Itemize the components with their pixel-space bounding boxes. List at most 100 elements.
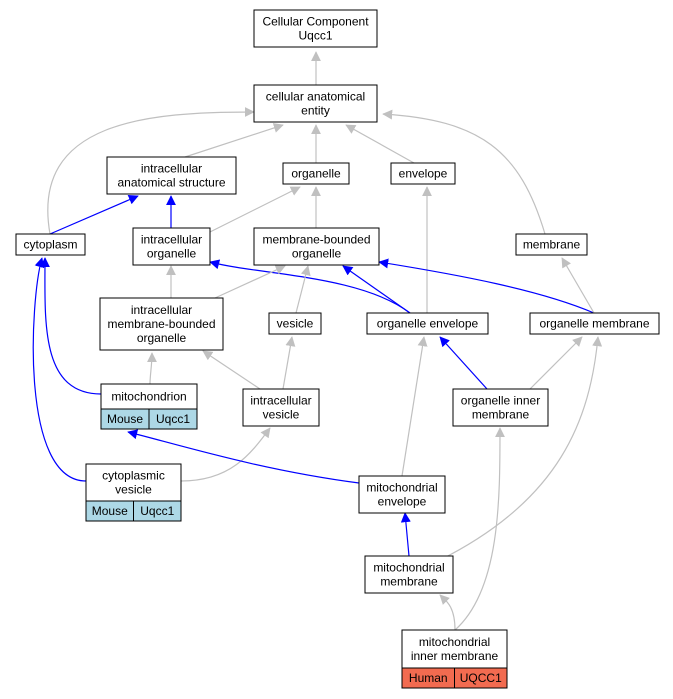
edge-part-of	[49, 195, 139, 235]
edge-part-of	[32, 257, 87, 482]
node-organelle-envelope[interactable]: organelle envelope	[366, 312, 489, 335]
node-label-line: anatomical structure	[117, 176, 225, 190]
edge-is-a	[529, 336, 583, 390]
annotation-gene-cell	[454, 667, 508, 689]
edge-is-a	[561, 257, 595, 314]
node-label-line: membrane-bounded	[107, 317, 215, 331]
node-box	[366, 312, 489, 335]
node-box	[452, 388, 549, 427]
node-label-line: intracellular	[131, 303, 192, 317]
annotation-gene-cell-text: UQCC1	[460, 671, 502, 685]
node-label-line: mitochondrion	[111, 390, 186, 404]
node-box	[358, 475, 446, 514]
node-envelope[interactable]: envelope	[390, 162, 456, 185]
node-label-line: vesicle	[115, 483, 152, 497]
node-label-line: organelle envelope	[377, 317, 479, 331]
edge-is-a	[184, 123, 284, 158]
node-label-line: membrane	[472, 408, 530, 422]
node-box	[253, 84, 378, 123]
node-label-line: mitochondrial	[373, 561, 444, 575]
edge-is-a	[214, 265, 286, 299]
node-label-line: mitochondrial	[419, 635, 490, 649]
node-label-line: membrane	[523, 238, 581, 252]
edge-part-of	[127, 429, 360, 484]
annotation-species-cell-text: Human	[409, 671, 448, 685]
edge-part-of	[439, 336, 488, 390]
node-label-line: intracellular	[141, 233, 202, 247]
node-box	[132, 227, 211, 266]
node-label-line: organelle membrane	[539, 317, 649, 331]
node-box	[253, 9, 378, 48]
edge-part-of	[209, 259, 411, 314]
node-label-line: membrane-bounded	[262, 233, 370, 247]
node-label-line: Uqcc1	[298, 29, 332, 43]
edge-is-a	[439, 336, 603, 561]
edge-is-a	[454, 427, 505, 631]
node-vesicle[interactable]: vesicle	[268, 312, 322, 335]
node-cytoplasm[interactable]: cytoplasm	[15, 233, 86, 256]
node-label-line: organelle	[292, 247, 342, 261]
edge-part-of	[400, 512, 411, 557]
node-box	[253, 227, 380, 266]
edge-is-a	[401, 336, 428, 477]
node-label-line: cellular anatomical	[266, 90, 365, 104]
node-box	[100, 383, 198, 410]
node-label-line: membrane	[380, 575, 438, 589]
edge-is-a	[209, 186, 301, 233]
node-label-line: organelle	[291, 167, 341, 181]
node-label-line: cytoplasm	[23, 238, 77, 252]
node-box	[99, 297, 224, 351]
edge-is-a	[295, 265, 311, 314]
node-organelle[interactable]: organelle	[282, 162, 350, 185]
annotation-gene-cell	[133, 500, 182, 522]
node-label-line: organelle	[147, 247, 197, 261]
node-label-line: envelope	[378, 495, 427, 509]
node-label-line: intracellular	[250, 394, 311, 408]
node-label-line: organelle inner	[461, 394, 540, 408]
annotation-species-cell-text: Mouse	[92, 504, 128, 518]
edge-is-a	[345, 124, 415, 164]
node-box	[390, 162, 456, 185]
edge-is-a	[382, 109, 546, 235]
node-label-line: intracellular	[141, 162, 202, 176]
edges-layer	[32, 51, 603, 631]
edge-is-a	[202, 350, 261, 390]
edge-part-of	[39, 257, 102, 395]
node-box	[401, 629, 508, 669]
node-label-line: mitochondrial	[366, 481, 437, 495]
annotation-gene-cell-text: Uqcc1	[156, 412, 190, 426]
edge-part-of	[342, 265, 411, 314]
edge-part-of	[378, 258, 595, 314]
node-box	[15, 233, 86, 256]
node-label-line: organelle	[137, 331, 187, 345]
annotation-species-cell-text: Mouse	[107, 412, 143, 426]
node-box	[515, 233, 588, 256]
edge-is-a	[180, 427, 271, 482]
node-label-line: inner membrane	[411, 649, 499, 663]
edge-is-a	[439, 594, 456, 631]
node-box	[529, 312, 660, 335]
node-box	[364, 555, 454, 594]
edge-is-a	[282, 336, 296, 390]
node-label-line: envelope	[399, 167, 448, 181]
node-organelle-membrane[interactable]: organelle membrane	[529, 312, 660, 335]
node-label-line: vesicle	[263, 408, 300, 422]
edge-is-a	[146, 352, 157, 385]
node-membrane[interactable]: membrane	[515, 233, 588, 256]
node-label-line: entity	[301, 104, 330, 118]
